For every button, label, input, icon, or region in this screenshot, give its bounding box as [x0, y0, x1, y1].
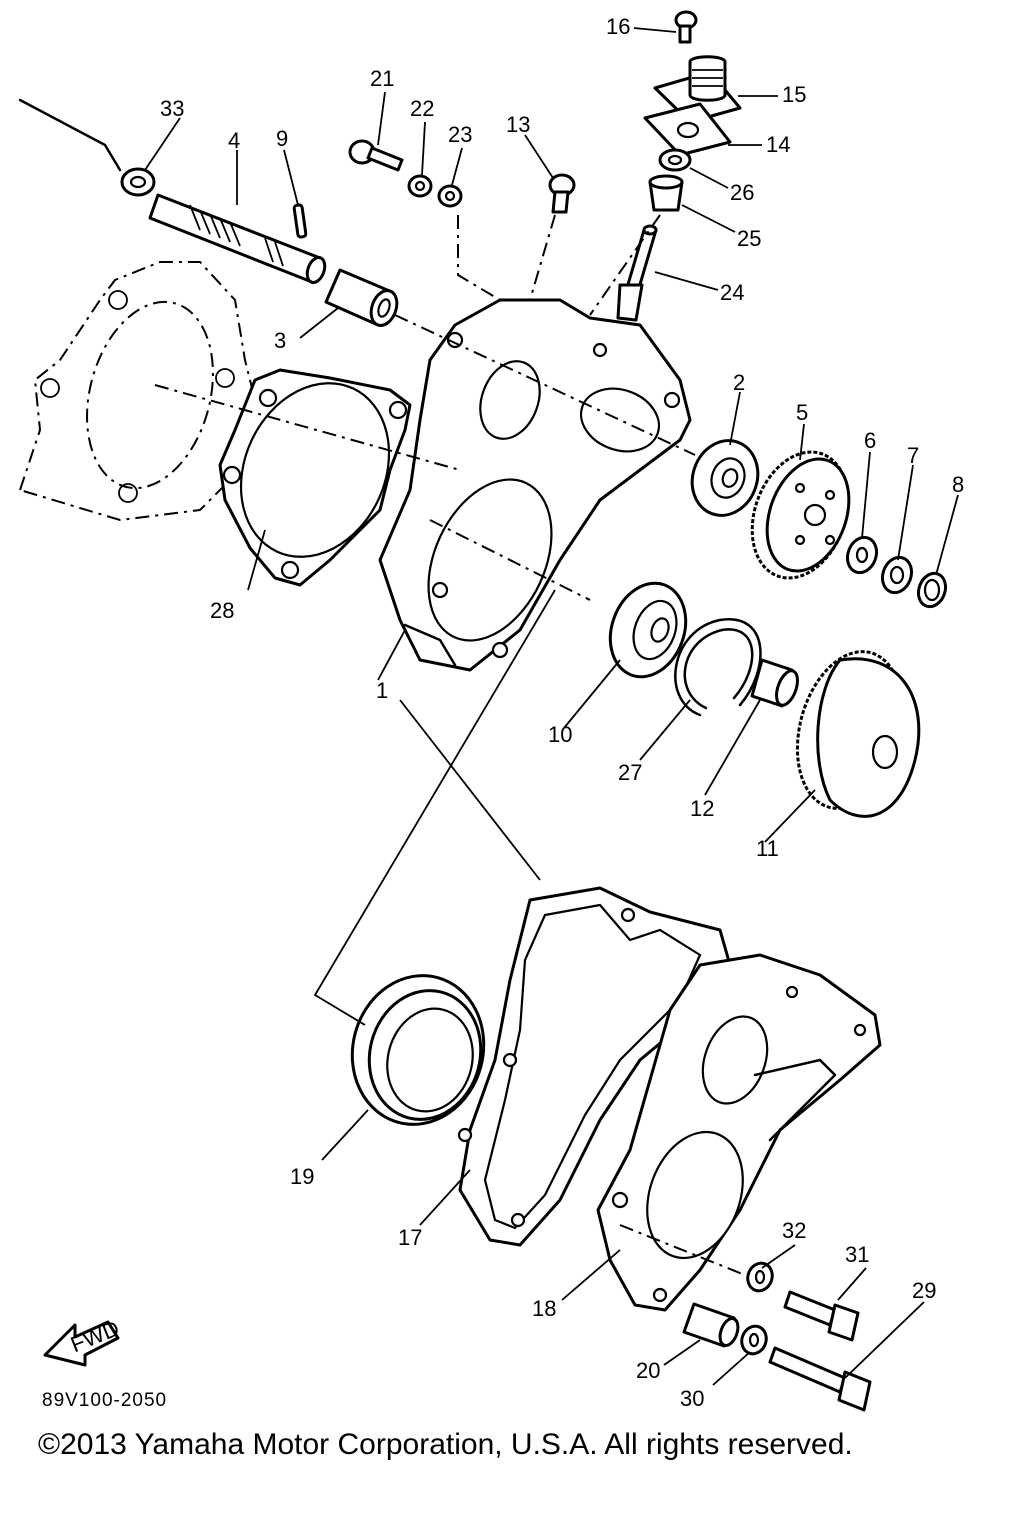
callout-12: 12	[690, 796, 714, 821]
part-6-lock-washer	[845, 535, 879, 575]
part-18-cover	[596, 953, 882, 1312]
callout-24: 24	[720, 280, 744, 305]
part-21-bolt	[348, 139, 404, 172]
part-30-washer	[740, 1324, 768, 1356]
part-32-washer	[746, 1261, 774, 1293]
callout-25: 25	[737, 226, 761, 251]
part-14-gasket	[643, 102, 732, 157]
copyright-notice: ©2013 Yamaha Motor Corporation, U.S.A. A…	[38, 1428, 853, 1461]
callout-17: 17	[398, 1225, 422, 1250]
leader-lines	[144, 27, 959, 1386]
callout-18: 18	[532, 1296, 556, 1321]
engine-housing-outline	[18, 98, 262, 522]
part-10-bearing	[608, 581, 688, 679]
callout-15: 15	[782, 82, 806, 107]
callout-16: 16	[606, 14, 630, 39]
part-23-washer	[437, 184, 463, 208]
part-27-circlip	[674, 618, 762, 717]
part-3-bushing	[324, 268, 399, 327]
callout-31: 31	[845, 1242, 869, 1267]
callout-29: 29	[912, 1278, 936, 1303]
part-31-bolt	[783, 1290, 860, 1342]
part-11-gear	[795, 650, 921, 818]
part-4-shaft	[148, 193, 327, 285]
callout-27: 27	[618, 760, 642, 785]
callout-33: 33	[160, 96, 184, 121]
callout-28: 28	[210, 598, 234, 623]
fwd-arrow-icon: FWD	[43, 1315, 123, 1367]
part-5-gear	[750, 450, 851, 580]
assembly-lines	[154, 214, 746, 1276]
callout-20: 20	[636, 1358, 660, 1383]
callout-26: 26	[730, 180, 754, 205]
part-25-bushing	[648, 174, 684, 212]
callout-21: 21	[370, 66, 394, 91]
callout-10: 10	[548, 722, 572, 747]
part-26-seal	[658, 148, 692, 172]
callout-9: 9	[276, 126, 288, 151]
callout-14: 14	[766, 132, 790, 157]
callout-23: 23	[448, 122, 472, 147]
part-20-dowel	[682, 1302, 740, 1348]
part-15-housing	[653, 55, 742, 124]
callout-13: 13	[506, 112, 530, 137]
callout-5: 5	[796, 400, 808, 425]
part-24-driven-gear	[616, 224, 658, 322]
part-8-circlip	[916, 571, 948, 609]
part-28-gasket	[218, 368, 412, 587]
callout-7: 7	[907, 443, 919, 468]
part-9-pin	[292, 203, 308, 239]
callout-6: 6	[864, 428, 876, 453]
callout-3: 3	[274, 328, 286, 353]
part-13-screw	[548, 173, 576, 214]
callout-30: 30	[680, 1386, 704, 1411]
callout-2: 2	[733, 370, 745, 395]
part-17-gasket	[457, 886, 732, 1247]
callout-32: 32	[782, 1218, 806, 1243]
callouts: 1 2 3 4 5 6 7 8 9 10 11 12 13 14 15 16 1…	[160, 14, 964, 1411]
part-33-washer	[120, 167, 156, 197]
part-29-bolt	[768, 1346, 872, 1412]
part-22-spring-washer	[407, 174, 433, 198]
part-2-bearing	[690, 439, 760, 517]
part-16-screw	[674, 10, 698, 44]
part-7-washer	[880, 555, 914, 595]
part-1-case	[378, 298, 692, 672]
callout-11: 11	[756, 836, 779, 861]
callout-8: 8	[952, 472, 964, 497]
callout-1: 1	[376, 678, 388, 703]
part-19-oil-seal	[350, 974, 486, 1126]
drawing-code: 89V100-2050	[42, 1390, 168, 1411]
callout-4: 4	[228, 128, 240, 153]
part-12-pin	[750, 658, 799, 708]
callout-22: 22	[410, 96, 434, 121]
callout-19: 19	[290, 1164, 314, 1189]
